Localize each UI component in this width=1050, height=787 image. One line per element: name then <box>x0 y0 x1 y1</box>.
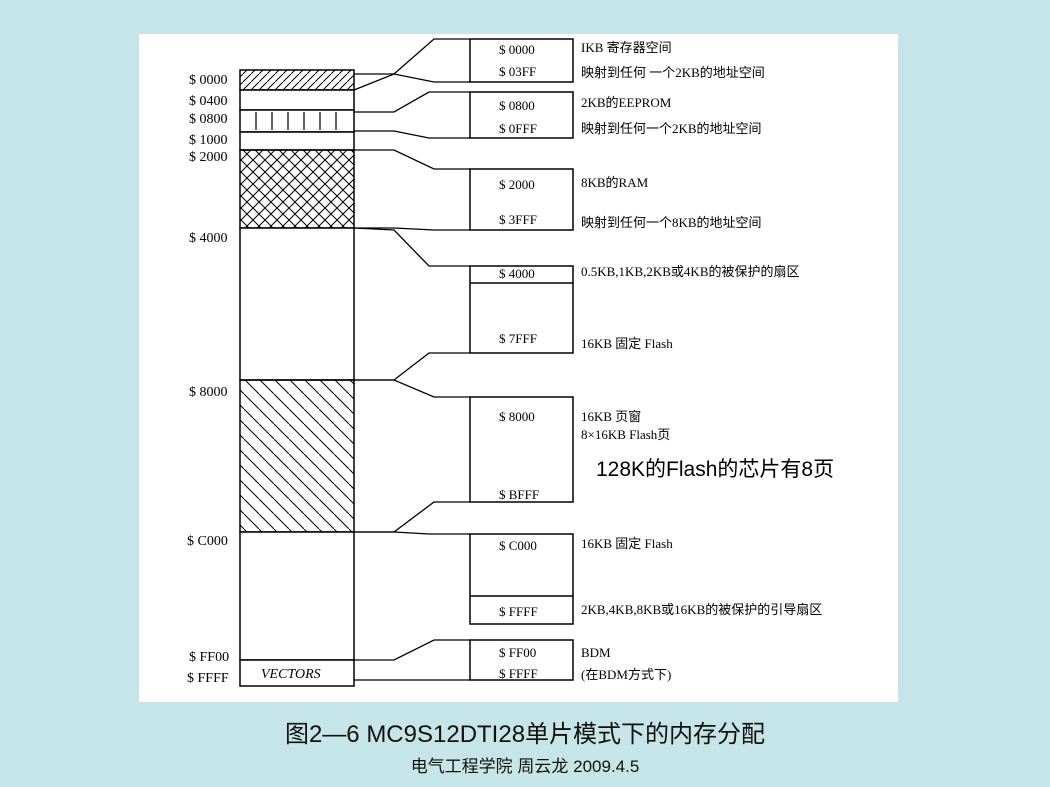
desc1-bottom: 映射到任何一个2KB的地址空间 <box>581 121 762 136</box>
addr-ff00: $ FF00 <box>189 650 229 665</box>
left-address-labels: $ 0000 $ 0400 $ 0800 $ 1000 $ 2000 $ 400… <box>187 73 229 686</box>
desc2-top: 8KB的RAM <box>581 175 649 190</box>
addr-0400: $ 0400 <box>189 94 228 109</box>
connector-lines <box>353 38 470 681</box>
fixed-flash-4000-block <box>239 227 355 381</box>
addr-ffff: $ FFFF <box>187 671 229 686</box>
box5-start: $ C000 <box>499 538 537 553</box>
desc6-top: BDM <box>581 645 611 660</box>
desc6-bottom: (在BDM方式下) <box>581 667 671 682</box>
box6-start: $ FF00 <box>499 645 536 660</box>
box0-end: $ 03FF <box>499 64 536 79</box>
expansion-boxes <box>469 38 574 681</box>
addr-c000: $ C000 <box>187 534 228 549</box>
addr-8000: $ 8000 <box>189 385 228 400</box>
desc5-top: 16KB 固定 Flash <box>581 536 673 551</box>
memory-column <box>239 69 355 687</box>
box-4000 <box>469 265 574 354</box>
desc4-top: 16KB 页窗 <box>581 409 641 424</box>
desc1-top: 2KB的EEPROM <box>581 95 672 110</box>
reserved-block <box>239 89 355 111</box>
box-2000 <box>469 168 574 231</box>
ram-block <box>239 149 355 229</box>
addr-1000: $ 1000 <box>189 133 228 148</box>
desc3-bottom: 16KB 固定 Flash <box>581 336 673 351</box>
diagram-panel: $ 0000 $ 0400 $ 0800 $ 1000 $ 2000 $ 400… <box>139 34 898 702</box>
box-address-labels: $ 0000 $ 03FF $ 0800 $ 0FFF $ 2000 $ 3FF… <box>499 42 539 681</box>
figure-caption: 图2—6 MC9S12DTI28单片模式下的内存分配 <box>284 721 766 748</box>
footer-credit: 电气工程学院 周云龙 2009.4.5 <box>410 757 640 776</box>
box2-end: $ 3FFF <box>499 212 537 227</box>
box1-start: $ 0800 <box>499 98 535 113</box>
addr-4000: $ 4000 <box>189 231 228 246</box>
box0-start: $ 0000 <box>499 42 535 57</box>
desc4-top2: 8×16KB Flash页 <box>581 427 670 442</box>
desc0-bottom: 映射到任何 一个2KB的地址空间 <box>581 65 765 80</box>
vectors-label: VECTORS <box>261 667 321 682</box>
flash-pages-annotation: 128K的Flash的芯片有8页 <box>596 458 834 481</box>
fixed-flash-c000-block <box>239 531 355 661</box>
gap-block <box>239 131 355 151</box>
box-ff00 <box>469 639 574 681</box>
box-c000 <box>469 533 574 625</box>
vectors-block <box>239 659 355 687</box>
box6-end: $ FFFF <box>499 666 538 681</box>
box2-start: $ 2000 <box>499 177 535 192</box>
register-block <box>239 69 355 91</box>
page-window-block <box>239 379 355 533</box>
box1-end: $ 0FFF <box>499 121 537 136</box>
addr-2000: $ 2000 <box>189 150 228 165</box>
box3-start: $ 4000 <box>499 266 535 281</box>
desc0-top: IKB 寄存器空间 <box>581 40 672 55</box>
addr-0800: $ 0800 <box>189 112 228 127</box>
desc2-bottom: 映射到任何一个8KB的地址空间 <box>581 215 762 230</box>
eeprom-block <box>239 109 355 133</box>
desc3-top: 0.5KB,1KB,2KB或4KB的被保护的扇区 <box>581 264 800 279</box>
descriptions: IKB 寄存器空间 映射到任何 一个2KB的地址空间 2KB的EEPROM 映射… <box>581 40 822 682</box>
box3-end: $ 7FFF <box>499 331 537 346</box>
box-8000 <box>469 396 574 503</box>
desc5-bottom: 2KB,4KB,8KB或16KB的被保护的引导扇区 <box>581 602 822 617</box>
memory-map-diagram: $ 0000 $ 0400 $ 0800 $ 1000 $ 2000 $ 400… <box>187 38 834 687</box>
box-0000 <box>469 38 574 83</box>
addr-0000: $ 0000 <box>189 73 228 88</box>
box-0800 <box>469 91 574 139</box>
box5-end: $ FFFF <box>499 604 538 619</box>
box4-end: $ BFFF <box>499 487 539 502</box>
box4-start: $ 8000 <box>499 409 535 424</box>
